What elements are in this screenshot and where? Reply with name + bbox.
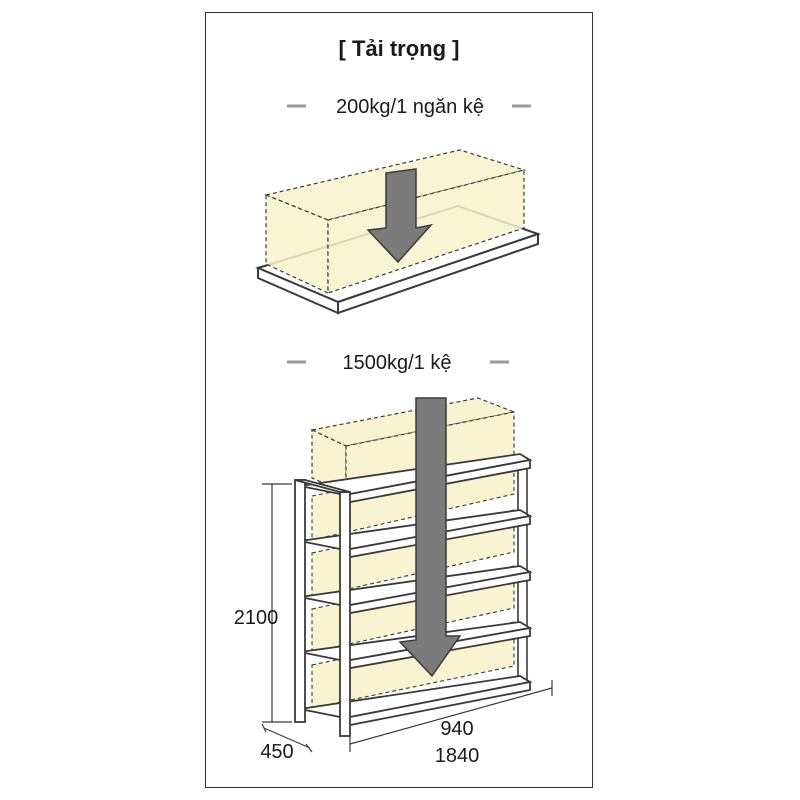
shelf-board-side-edge — [337, 232, 539, 315]
dimension-width-short-label: 940 — [440, 718, 473, 740]
rack-load-label-group: 1500kg/1 kệ — [287, 352, 509, 374]
down-arrow-icon — [366, 168, 434, 264]
dimension-width-long-label: 1840 — [435, 745, 480, 767]
rack-illustration — [261, 397, 553, 753]
diagram-title: [ Tải trọng ] — [339, 36, 460, 61]
dimension-lines — [261, 483, 553, 753]
rack-load-label: 1500kg/1 kệ — [343, 352, 452, 374]
shelf-load-label-group: 200kg/1 ngăn kệ — [287, 96, 531, 118]
rack-front-uprights — [294, 479, 351, 737]
down-arrow-icon — [398, 397, 462, 678]
dimension-height-label: 2100 — [234, 607, 279, 629]
shelf-load-label: 200kg/1 ngăn kệ — [336, 96, 484, 118]
single-shelf-illustration — [255, 149, 542, 315]
dimension-depth-label: 450 — [260, 741, 293, 763]
